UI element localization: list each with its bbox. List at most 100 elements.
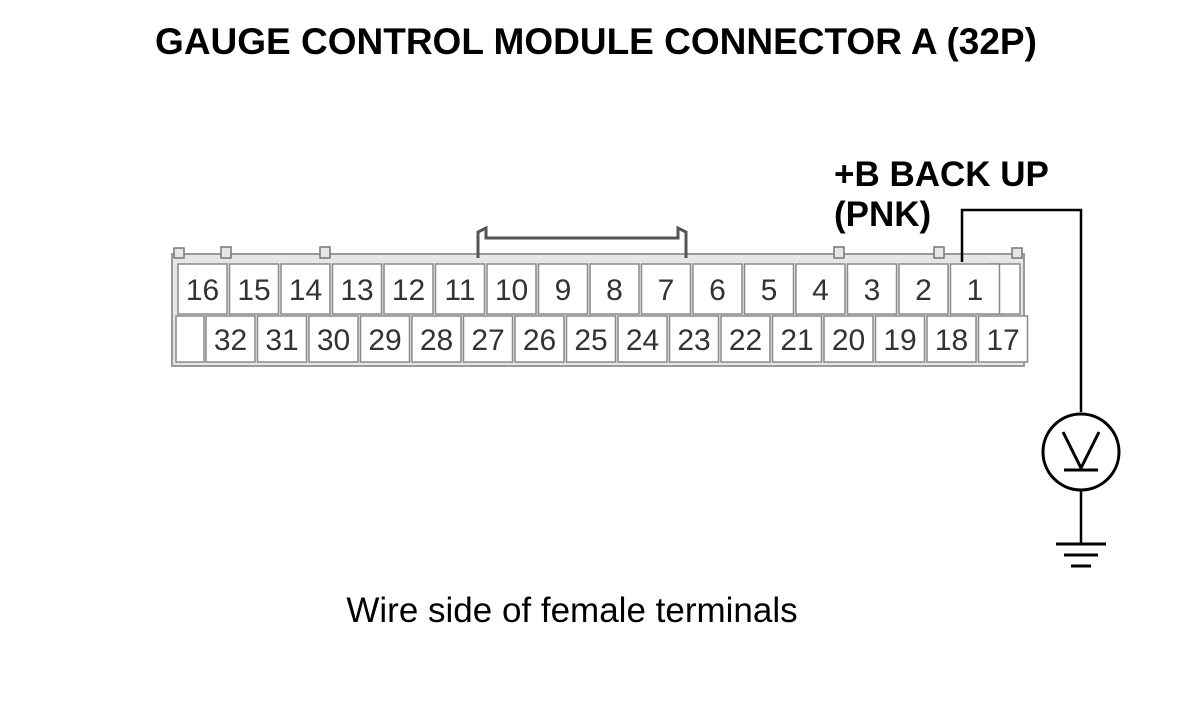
terminal-number: 17 <box>986 324 1019 357</box>
terminal-number: 4 <box>812 274 829 307</box>
terminal-number: 22 <box>729 324 762 357</box>
terminal-cell <box>205 315 256 363</box>
terminal-cell <box>434 263 486 315</box>
terminal-cell <box>228 263 280 315</box>
terminal-cell <box>537 263 589 315</box>
terminal-9: 9 <box>537 263 589 315</box>
terminal-25: 25 <box>565 315 617 363</box>
connector-blank-cell <box>175 315 205 363</box>
terminal-number: 14 <box>289 274 322 307</box>
terminal-cell <box>668 315 720 363</box>
terminal-cell <box>331 263 383 315</box>
terminal-number: 10 <box>495 274 528 307</box>
terminal-number: 6 <box>709 274 726 307</box>
probe-label-line2: (PNK) <box>834 195 931 234</box>
terminal-number: 3 <box>864 274 881 307</box>
connector-tab <box>933 246 945 259</box>
terminal-4: 4 <box>795 263 846 315</box>
terminal-20: 20 <box>823 315 874 363</box>
terminal-cell <box>977 315 1029 363</box>
terminal-number: 24 <box>626 324 659 357</box>
terminal-number: 19 <box>883 324 916 357</box>
terminal-13: 13 <box>331 263 383 315</box>
terminal-cell <box>743 263 795 315</box>
terminal-number: 31 <box>265 324 298 357</box>
terminal-cell <box>823 315 874 363</box>
terminal-cell <box>177 263 228 315</box>
probe-circuit: +B BACK UP (PNK) <box>834 155 1121 568</box>
ground-icon <box>1056 542 1106 568</box>
terminal-cell <box>411 315 462 363</box>
terminal-11: 11 <box>434 263 486 315</box>
terminal-3: 3 <box>846 263 898 315</box>
terminal-number: 8 <box>606 274 623 307</box>
probe-wire <box>960 208 1083 412</box>
terminal-cell <box>640 263 692 315</box>
terminal-cell <box>256 315 308 363</box>
terminal-28: 28 <box>411 315 462 363</box>
terminal-10: 10 <box>486 263 537 315</box>
terminal-cell <box>771 315 823 363</box>
terminal-17: 17 <box>977 315 1029 363</box>
terminal-18: 18 <box>926 315 977 363</box>
connector-tab <box>173 247 185 259</box>
terminal-number: 18 <box>935 324 968 357</box>
terminal-23: 23 <box>668 315 720 363</box>
probe-label-line1: +B BACK UP <box>834 155 1049 194</box>
diagram-caption: Wire side of female terminals <box>346 591 797 630</box>
terminal-24: 24 <box>617 315 668 363</box>
terminal-number: 9 <box>555 274 572 307</box>
terminal-cell <box>795 263 846 315</box>
terminal-number: 11 <box>444 274 475 307</box>
terminal-31: 31 <box>256 315 308 363</box>
terminal-number: 21 <box>780 324 813 357</box>
terminal-cell <box>280 263 331 315</box>
terminal-cell <box>308 315 359 363</box>
terminal-number: 12 <box>392 274 425 307</box>
terminal-5: 5 <box>743 263 795 315</box>
terminal-8: 8 <box>589 263 640 315</box>
terminal-26: 26 <box>514 315 565 363</box>
terminal-number: 20 <box>832 324 865 357</box>
terminal-cell <box>359 315 411 363</box>
terminal-number: 27 <box>471 324 504 357</box>
terminal-number: 16 <box>186 274 219 307</box>
terminal-27: 27 <box>462 315 514 363</box>
terminal-12: 12 <box>383 263 434 315</box>
connector-tab <box>220 246 232 259</box>
terminal-cell <box>589 263 640 315</box>
terminal-19: 19 <box>874 315 926 363</box>
terminal-cell <box>874 315 926 363</box>
terminal-2: 2 <box>898 263 949 315</box>
terminal-number: 25 <box>574 324 607 357</box>
terminal-number: 28 <box>420 324 453 357</box>
terminal-cell <box>462 315 514 363</box>
terminal-number: 1 <box>967 274 984 307</box>
terminal-cell <box>383 263 434 315</box>
terminal-cell <box>565 315 617 363</box>
terminal-7: 7 <box>640 263 692 315</box>
connector-tab <box>833 246 845 259</box>
terminal-32: 32 <box>205 315 256 363</box>
terminal-cell <box>949 263 1001 315</box>
terminal-cell <box>617 315 668 363</box>
terminal-number: 15 <box>237 274 270 307</box>
terminal-14: 14 <box>280 263 331 315</box>
terminal-cell <box>926 315 977 363</box>
terminal-cell <box>846 263 898 315</box>
terminal-number: 32 <box>214 324 247 357</box>
terminal-21: 21 <box>771 315 823 363</box>
terminal-number: 7 <box>658 274 675 307</box>
terminal-number: 13 <box>340 274 373 307</box>
connector-tab <box>319 246 331 259</box>
terminal-30: 30 <box>308 315 359 363</box>
connector-tab <box>1011 247 1023 259</box>
terminal-cell <box>692 263 743 315</box>
terminal-number: 5 <box>761 274 778 307</box>
page-title: GAUGE CONTROL MODULE CONNECTOR A (32P) <box>155 21 1037 62</box>
connector-latch <box>476 225 688 258</box>
terminal-6: 6 <box>692 263 743 315</box>
